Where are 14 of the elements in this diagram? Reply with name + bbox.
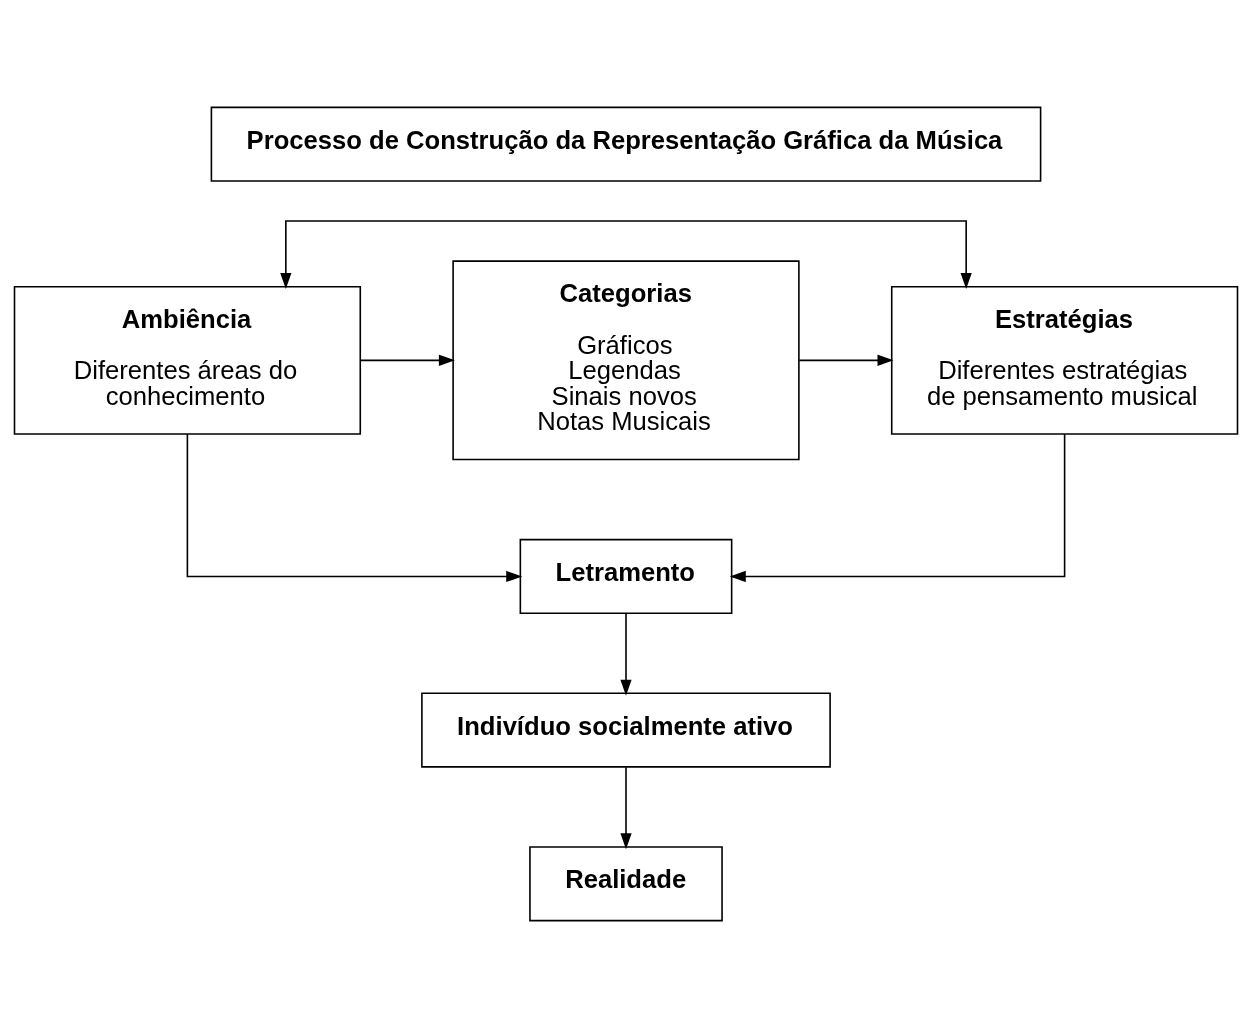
arrow <box>729 433 1066 583</box>
node-box: Estratégias Diferentes estratégias de pensamento musical <box>890 285 1239 435</box>
node-box: Processo de Construção da Representação Gráfica da Música <box>210 106 1042 182</box>
arrow <box>359 354 455 366</box>
node-box: Realidade <box>529 846 723 922</box>
node-box: Ambiência Diferentes áreas do conhecimento <box>13 285 362 435</box>
arrow <box>620 612 632 696</box>
arrow <box>620 766 632 850</box>
node-box: Indivíduo socialmente ativo <box>421 692 831 768</box>
arrow <box>798 354 894 366</box>
node-box: Categorias Gráficos Legendas Sinais novos Notas Musicais <box>452 260 800 461</box>
node-box: Letramento <box>519 538 733 615</box>
arrow <box>186 433 523 583</box>
arrow <box>280 220 972 290</box>
